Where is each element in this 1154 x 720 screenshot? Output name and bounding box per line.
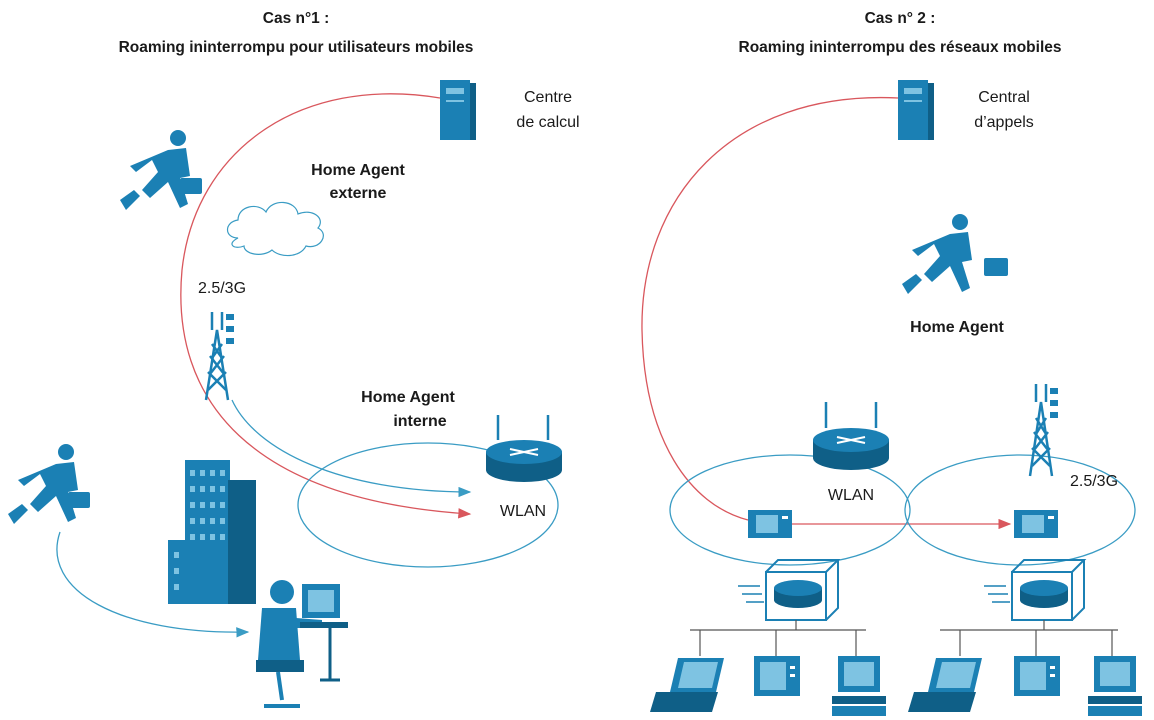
case2-server-label-2: d’appels [974,114,1034,131]
case2-cell-tower-icon [1028,384,1058,477]
case1-wlan-zone [297,442,559,568]
walking-man-icon [120,130,202,210]
case2-wlan-label: WLAN [828,487,874,504]
case2-cell-label: 2.5/3G [1070,473,1118,490]
case2-panel: Cas n° 2 : Roaming ininterrompu des rése… [641,10,1142,716]
case1-title-line1: Cas n°1 : [263,10,330,27]
case1-wlan-label: WLAN [500,503,546,520]
cloud-icon [226,201,324,257]
case2-red-link [641,96,899,521]
case1-home-agent-int-2: interne [393,413,446,430]
case2-lan-left [690,620,866,656]
case1-home-agent-ext-1: Home Agent [311,162,405,179]
cell-tower-icon [204,312,234,401]
desktop-icon [832,656,886,716]
case1-server-label-1: Centre [524,89,572,106]
case2-gateway-left-icon [748,510,792,538]
laptop-2-icon [908,658,982,712]
case1-server-label-2: de calcul [516,114,579,131]
case1-blue-link [231,399,472,498]
case1-home-agent-ext-2: externe [330,185,387,202]
case2-home-agent: Home Agent [910,319,1004,336]
case1-title-line2: Roaming ininterrompu pour utilisateurs m… [119,39,474,56]
case2-title-line2: Roaming ininterrompu des réseaux mobiles [739,39,1062,56]
building-icon [168,460,256,604]
case2-gateway-right-icon [1014,510,1058,538]
case1-red-link [180,93,472,519]
monitor-icon [754,656,800,696]
case2-wlan-zone [669,454,911,566]
case1-home-agent-int-1: Home Agent [361,389,455,406]
walking-man-2-icon [8,444,90,524]
case2-server-icon [898,80,934,140]
case1-server-icon [440,80,476,140]
case1-cell-label: 2.5/3G [198,280,246,297]
case1-panel: Cas n°1 : Roaming ininterrompu pour util… [8,10,580,708]
case2-switch-right-icon [984,559,1087,621]
case2-walking-man-icon [902,214,1008,294]
case2-switch-left-icon [738,559,841,621]
monitor-2-icon [1014,656,1060,696]
desk-user-icon [256,580,348,708]
case2-title-line1: Cas n° 2 : [865,10,936,27]
case2-router-icon [813,402,889,470]
desktop-2-icon [1088,656,1142,716]
case1-router-icon [486,415,562,482]
laptop-icon [650,658,724,712]
case1-roam-link [56,531,250,638]
case2-lan-right [940,620,1118,656]
case2-server-label-1: Central [978,89,1030,106]
